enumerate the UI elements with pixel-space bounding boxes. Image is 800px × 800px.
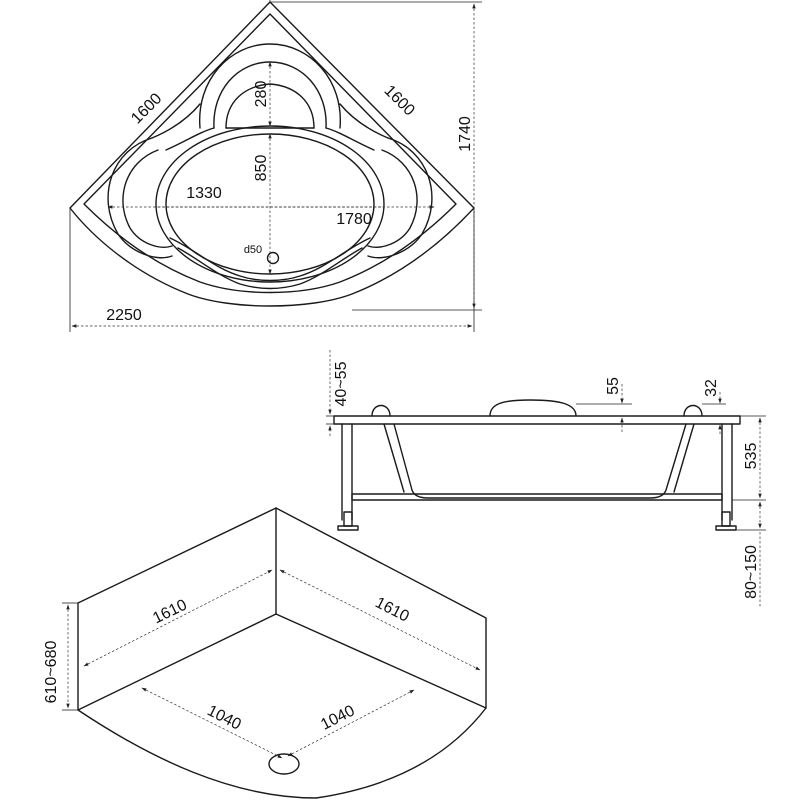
label-headrest-gap: 55: [605, 377, 622, 395]
label-panel-right: 1610: [372, 594, 412, 625]
side-foot-left: [343, 511, 353, 527]
label-bowl-width: 1330: [186, 185, 222, 202]
label-seat-depth: 280: [253, 81, 270, 108]
label-base-right: 1040: [318, 702, 358, 733]
side-view: 40~55 55 32 535 80~150: [326, 350, 766, 608]
label-drain: d50: [244, 244, 262, 256]
top-headrest: [199, 43, 341, 129]
panel-drain: [268, 753, 300, 775]
top-outer-rim: [69, 1, 475, 307]
top-inner-rim: [83, 13, 457, 294]
panel-base-left: [77, 613, 277, 711]
panel-outline: [77, 507, 487, 799]
label-rim-height: 40~55: [333, 361, 350, 406]
side-frame-bar: [351, 493, 723, 501]
label-depth: 535: [743, 443, 760, 470]
label-side-left: 1600: [128, 90, 165, 127]
side-tub-body: [393, 423, 687, 499]
label-inner-width: 1780: [336, 211, 372, 228]
top-view: 1600 1600 280 850 1330 1780 d50 1740 225…: [69, 0, 482, 332]
label-side-right: 1600: [381, 82, 418, 119]
side-rim: [333, 415, 741, 425]
top-lower-seat: [169, 237, 371, 282]
top-right-armrest: [367, 137, 433, 259]
label-rim-thickness: 32: [703, 379, 720, 397]
top-drain: [266, 251, 280, 265]
top-left-armrest: [107, 137, 173, 259]
label-width: 2250: [106, 307, 142, 324]
panel-view: 1610 1610 610~680 1040 1040: [43, 507, 487, 799]
label-panel-height: 610~680: [43, 641, 60, 704]
label-bowl-depth: 850: [253, 155, 270, 182]
label-panel-left: 1610: [150, 596, 190, 627]
side-foot-right: [721, 511, 731, 527]
label-leg-height: 80~150: [743, 545, 760, 599]
label-height: 1740: [457, 116, 474, 152]
panel-base-right: [275, 613, 487, 709]
